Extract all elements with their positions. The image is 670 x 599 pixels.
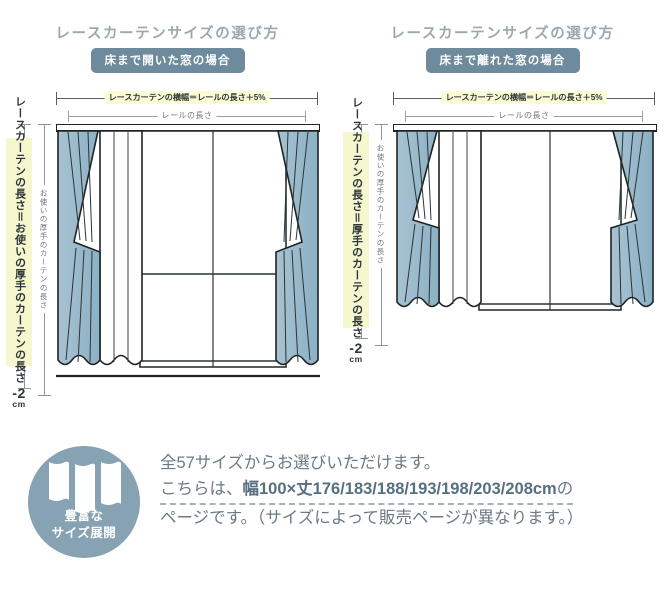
- lace-length-offset: -2: [12, 384, 26, 401]
- window-curtain-illustration: [56, 124, 320, 392]
- lace-length-unit: cm: [12, 398, 26, 409]
- bottom-copy: 全57サイズからお選びいただけます。 こちらは、幅100×丈176/183/18…: [160, 450, 660, 531]
- dimension-cap-bottom: [18, 388, 31, 389]
- dimension-rail-length: レールの長さ: [405, 109, 643, 122]
- line2-prefix: こちらは、: [160, 480, 243, 498]
- panel-badge: 床まで離れた窓の場合: [425, 48, 580, 73]
- panel-title: レースカーテンサイズの選び方: [55, 26, 280, 42]
- panel-badge: 床まで開いた窓の場合: [90, 48, 245, 73]
- size-variety-badge: 豊富な サイズ展開: [28, 446, 140, 558]
- dimension-label: レースカーテンの横幅＝レールの長さ＋5%: [104, 91, 270, 104]
- dimension-label: レールの長さ: [157, 109, 217, 122]
- dimension-lace-width: レースカーテンの横幅＝レールの長さ＋5%: [393, 91, 655, 105]
- bottom-line-2: こちらは、幅100×丈176/183/188/193/198/203/208cm…: [160, 476, 574, 505]
- lace-length-text: レースカーテンの長さ＝お使いの厚手のカーテンの長さ: [13, 96, 26, 384]
- diagram-floor-open: レースカーテンの横幅＝レールの長さ＋5% レールの長さ お使いの厚手のカーテンの…: [0, 80, 335, 410]
- lace-length-unit: cm: [349, 353, 363, 364]
- dimension-cap-right: [654, 92, 655, 105]
- curtain-panels-icon: [45, 460, 123, 527]
- dimension-rail-length: レールの長さ: [68, 109, 306, 122]
- bottom-info-band: 豊富な サイズ展開 全57サイズからお選びいただけます。 こちらは、幅100×丈…: [0, 432, 670, 599]
- line2-size-spec: 幅100×丈176/183/188/193/198/203/208cm: [242, 480, 557, 498]
- thick-curtain-length-label: お使いの厚手のカーテンの長さ: [375, 140, 386, 269]
- dimension-cap-bottom: [38, 395, 51, 396]
- thick-curtain-length-label: お使いの厚手のカーテンの長さ: [38, 185, 49, 314]
- lace-length-text: レースカーテンの長さ＝厚手のカーテンの長さ: [350, 97, 363, 339]
- badge-line-1: 豊富な: [64, 509, 104, 524]
- dimension-label: レールの長さ: [494, 109, 554, 122]
- bottom-line-2-wrap: こちらは、幅100×丈176/183/188/193/198/203/208cm…: [160, 476, 660, 505]
- lace-length-offset: -2: [349, 339, 363, 356]
- diagram-floor-apart: レースカーテンの横幅＝レールの長さ＋5% レールの長さ お使いの厚手のカーテンの…: [335, 80, 670, 410]
- panel-title: レースカーテンサイズの選び方: [390, 26, 615, 42]
- dimension-cap-right: [305, 111, 306, 122]
- size-variety-caption: 豊富な サイズ展開: [28, 508, 140, 542]
- dimension-lace-width: レースカーテンの横幅＝レールの長さ＋5%: [56, 91, 318, 105]
- dimension-cap-right: [642, 111, 643, 122]
- line2-suffix: の: [556, 480, 574, 498]
- dimension-label: レースカーテンの横幅＝レールの長さ＋5%: [441, 91, 607, 104]
- window-curtain-illustration: [393, 124, 657, 354]
- dimension-cap-bottom: [375, 345, 388, 346]
- panel-floor-open: レースカーテンサイズの選び方 床まで開いた窓の場合 レースカーテンの横幅＝レール…: [0, 0, 335, 430]
- dimension-cap-bottom: [355, 338, 368, 339]
- bottom-line-3: ページです。（サイズによって販売ページが異なります。）: [160, 509, 584, 527]
- bottom-line-1: 全57サイズからお選びいただけます。: [160, 454, 441, 472]
- dimension-cap-right: [317, 92, 318, 105]
- badge-line-2: サイズ展開: [51, 526, 117, 541]
- panel-floor-apart: レースカーテンサイズの選び方 床まで離れた窓の場合 レースカーテンの横幅＝レール…: [335, 0, 670, 430]
